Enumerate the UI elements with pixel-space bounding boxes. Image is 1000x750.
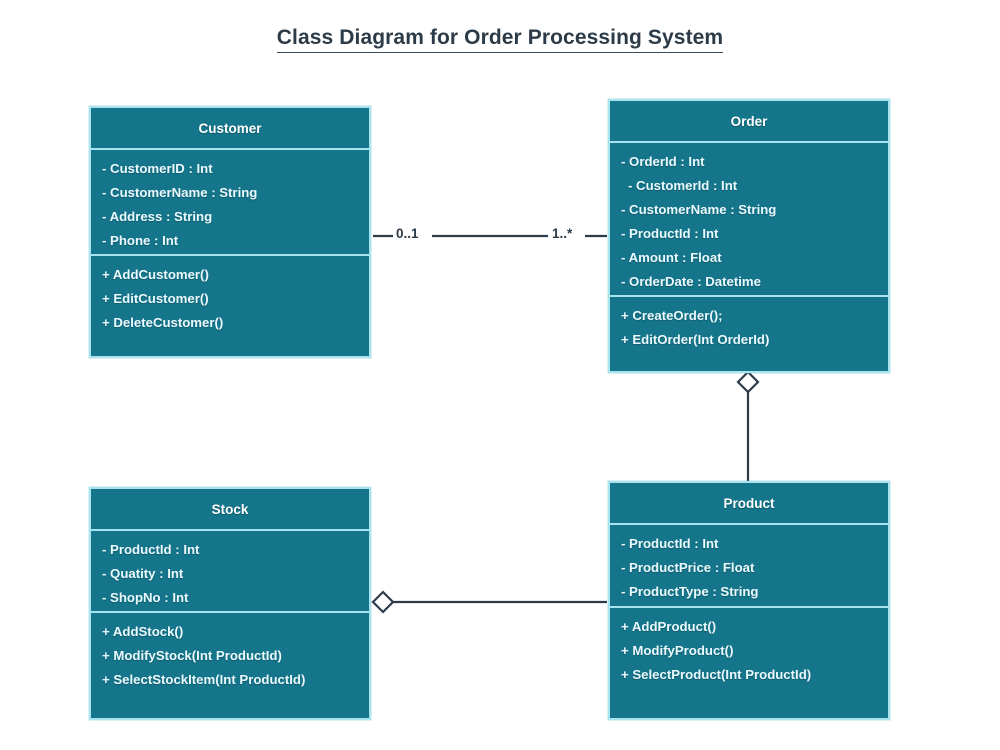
- class-methods-customer: + AddCustomer() + EditCustomer() + Delet…: [91, 256, 369, 341]
- attribute-row: - Phone : Int: [102, 233, 179, 248]
- method-row: + CreateOrder();: [621, 308, 723, 323]
- attribute-row: - CustomerId : Int: [628, 178, 738, 193]
- class-attributes-product: - ProductId : Int - ProductPrice : Float…: [610, 525, 888, 606]
- method-row: + SelectStockItem(Int ProductId): [102, 672, 306, 687]
- attribute-row: - Address : String: [102, 209, 213, 224]
- class-name-stock: Stock: [211, 501, 249, 517]
- attribute-row: - ShopNo : Int: [102, 590, 189, 605]
- class-attributes-customer: - CustomerID : Int - CustomerName : Stri…: [91, 150, 369, 254]
- class-name-customer: Customer: [198, 120, 262, 136]
- attribute-row: - Quatity : Int: [102, 566, 184, 581]
- method-row: + AddProduct(): [621, 619, 717, 634]
- attribute-row: - CustomerName : String: [102, 185, 258, 200]
- class-box-stock[interactable]: Stock - ProductId : Int - Quatity : Int …: [89, 487, 371, 720]
- aggregation-diamond-order: [736, 370, 760, 394]
- attribute-row: - OrderId : Int: [621, 154, 705, 169]
- class-attributes-stock: - ProductId : Int - Quatity : Int - Shop…: [91, 531, 369, 611]
- class-name-product: Product: [723, 495, 775, 511]
- class-divider: [91, 148, 369, 150]
- diagram-title-text: Class Diagram for Order Processing Syste…: [276, 26, 724, 53]
- method-row: + AddStock(): [102, 624, 184, 639]
- attribute-row: - OrderDate : Datetime: [621, 274, 761, 289]
- class-divider: [610, 523, 888, 525]
- attribute-row: - ProductId : Int: [621, 536, 719, 551]
- method-row: + EditOrder(Int OrderId): [621, 332, 770, 347]
- method-row: + ModifyStock(Int ProductId): [102, 648, 282, 663]
- multiplicity-order-side: 1..*: [552, 226, 573, 241]
- class-divider: [91, 529, 369, 531]
- method-row: + DeleteCustomer(): [102, 315, 224, 330]
- class-methods-order: + CreateOrder(); + EditOrder(Int OrderId…: [610, 297, 888, 358]
- method-row: + ModifyProduct(): [621, 643, 734, 658]
- attribute-row: - Amount : Float: [621, 250, 722, 265]
- class-box-customer[interactable]: Customer - CustomerID : Int - CustomerNa…: [89, 106, 371, 358]
- class-divider: [91, 254, 369, 256]
- class-divider: [610, 141, 888, 143]
- class-name-order: Order: [730, 113, 768, 129]
- edge-stock-product: [371, 590, 607, 614]
- attribute-row: - ProductType : String: [621, 584, 759, 599]
- class-box-order[interactable]: Order - OrderId : Int - CustomerId : Int…: [608, 99, 890, 373]
- multiplicity-customer-side: 0..1: [396, 226, 419, 241]
- edge-order-product: [736, 370, 760, 481]
- attribute-row: - ProductPrice : Float: [621, 560, 755, 575]
- class-attributes-order: - OrderId : Int - CustomerId : Int - Cus…: [610, 143, 888, 295]
- class-box-product[interactable]: Product - ProductId : Int - ProductPrice…: [608, 481, 890, 720]
- method-row: + AddCustomer(): [102, 267, 209, 282]
- aggregation-diamond-stock: [371, 590, 395, 614]
- attribute-row: - CustomerName : String: [621, 202, 777, 217]
- diagram-title: Class Diagram for Order Processing Syste…: [0, 26, 1000, 53]
- attribute-row: - ProductId : Int: [102, 542, 200, 557]
- attribute-row: - CustomerID : Int: [102, 161, 213, 176]
- class-methods-stock: + AddStock() + ModifyStock(Int ProductId…: [91, 613, 369, 698]
- attribute-row: - ProductId : Int: [621, 226, 719, 241]
- class-divider: [91, 611, 369, 613]
- method-row: + SelectProduct(Int ProductId): [621, 667, 812, 682]
- class-methods-product: + AddProduct() + ModifyProduct() + Selec…: [610, 608, 888, 693]
- method-row: + EditCustomer(): [102, 291, 209, 306]
- class-divider: [610, 295, 888, 297]
- class-divider: [610, 606, 888, 608]
